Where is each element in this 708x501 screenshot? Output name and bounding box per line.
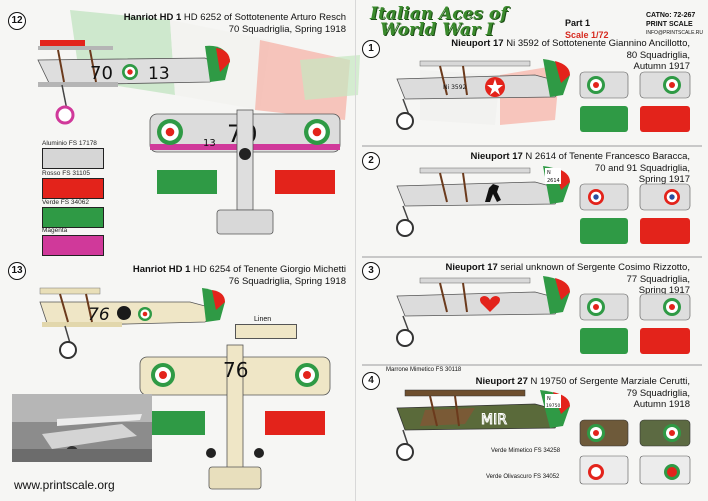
website-url: www.printscale.org (14, 478, 115, 492)
marking-set-ni3592 (579, 71, 691, 132)
aircraft-planform-hd6254: 76 (139, 344, 331, 490)
section-divider (362, 364, 702, 366)
aircraft-serial: N (547, 396, 551, 402)
profile-caption: Hanriot HD 1 HD 6252 of Sottotenente Art… (124, 12, 346, 35)
profile-number-badge: 12 (8, 12, 26, 30)
aircraft-profile-n19750: N 19750 MIR (396, 389, 570, 461)
caption-line: Spring 1917 (638, 285, 690, 296)
caption-line: Autumn 1918 (633, 399, 690, 410)
aircraft-serial-number: 2614 (547, 178, 560, 184)
swatch-label: Rosso FS 31105 (42, 170, 90, 177)
paint-label-linen: Linen (254, 316, 272, 323)
color-swatch (42, 235, 104, 256)
profile-caption: Nieuport 17 Ni 3592 of Sottotenente Gian… (451, 38, 690, 73)
swatch-label: Aluminio FS 17178 (42, 140, 97, 147)
caption-line: 80 Squadriglia, (626, 49, 690, 61)
marking-set-n2614 (579, 183, 691, 244)
caption-line: 70 Squadriglia, Spring 1918 (228, 23, 346, 35)
fuselage-code: 76 (88, 305, 110, 325)
marking-set-rizzotto (579, 293, 691, 354)
aircraft-type: Hanriot HD 1 (132, 264, 191, 275)
caption-line: HD 6254 of Tenente Giorgio Michetti (190, 264, 346, 275)
fuselage-code: MIR (481, 412, 507, 428)
brand-info: INFO@PRINTSCALE.RU (646, 30, 704, 36)
page-divider (355, 0, 356, 501)
paint-label-verde-mimetico: Verde Mimetico FS 34258 (491, 448, 561, 454)
aircraft-type: Nieuport 27 (475, 376, 528, 387)
caption-line: N 2614 of Tenente Francesco Baracca, (522, 151, 690, 162)
aircraft-type: Hanriot HD 1 (123, 12, 182, 23)
marking-set-n19750 (579, 419, 691, 485)
fuselage-number: 13 (148, 64, 170, 84)
aircraft-type: Nieuport 17 (445, 262, 498, 273)
sheet-scale: Scale 1/72 (565, 30, 609, 40)
brand-logo: PRINT SCALE (646, 21, 693, 28)
color-swatch (42, 148, 104, 169)
profile-number-badge: 4 (362, 372, 380, 390)
section-divider (362, 256, 702, 258)
profile-number-badge: 2 (362, 152, 380, 170)
caption-line: Autumn 1917 (633, 61, 690, 72)
wing-code: 76 (223, 358, 248, 382)
profile-caption: Hanriot HD 1 HD 6254 of Tenente Giorgio … (133, 264, 346, 287)
paint-label-verde-olivascuro: Verde Olivascuro FS 34052 (486, 474, 560, 480)
swatch-label: Magenta (42, 227, 68, 234)
color-swatch (42, 178, 104, 199)
catalog-number: CATNo: 72-267 (646, 12, 696, 19)
aircraft-profile-n2614: N 2614 (396, 166, 570, 237)
caption-line: 76 Squadriglia, Spring 1918 (228, 275, 346, 287)
caption-line: Spring 1917 (638, 174, 690, 185)
wing-number: 13 (203, 138, 216, 149)
aircraft-profile-ni3592: Ni 3592 (396, 59, 570, 130)
caption-line: 77 Squadriglia, (626, 273, 690, 285)
aircraft-type: Nieuport 17 (451, 38, 504, 49)
section-divider (362, 145, 702, 147)
caption-line: HD 6252 of Sottotenente Arturo Resch (181, 12, 346, 23)
sheet-title-line1: Italian Aces of (370, 4, 508, 24)
aircraft-profile-rizzotto (396, 276, 570, 347)
paint-label-marrone: Marrone Mimetico FS 30118 (386, 367, 462, 373)
profile-caption: Nieuport 17 N 2614 of Tenente Francesco … (471, 151, 691, 186)
caption-line: Ni 3592 of Sottotenente Giannino Ancillo… (503, 38, 690, 49)
swatch-label: Verde FS 34062 (42, 199, 89, 206)
profile-number-badge: 3 (362, 262, 380, 280)
period-photograph (12, 394, 152, 462)
aircraft-profile-hd6252: 70 13 (37, 40, 230, 125)
aircraft-serial: N (547, 170, 551, 176)
aircraft-profile-hd6254: 76 (39, 287, 225, 359)
profile-number-badge: 1 (362, 40, 380, 58)
aircraft-type: Nieuport 17 (470, 151, 523, 162)
caption-line: 70 and 91 Squadriglia, (594, 162, 690, 174)
caption-line: 79 Squadriglia, (626, 387, 690, 399)
aircraft-serial-number: 19750 (546, 403, 560, 409)
profile-caption: Nieuport 27 N 19750 of Sergente Marziale… (476, 376, 690, 411)
linen-swatch (235, 324, 297, 339)
aircraft-serial: Ni 3592 (443, 84, 467, 91)
profile-number-badge: 13 (8, 262, 26, 280)
fuselage-code: 70 (90, 63, 113, 84)
aircraft-planform-hd6252: 70 13 (149, 109, 341, 235)
color-swatch (42, 207, 104, 228)
caption-line: N 19750 of Sergente Marziale Cerutti, (527, 376, 691, 387)
profile-caption: Nieuport 17 serial unknown of Sergente C… (446, 262, 690, 297)
sheet-title-line2: World War I (380, 20, 494, 40)
sheet-part: Part 1 (565, 18, 591, 28)
caption-line: serial unknown of Sergente Cosimo Rizzot… (497, 262, 690, 273)
